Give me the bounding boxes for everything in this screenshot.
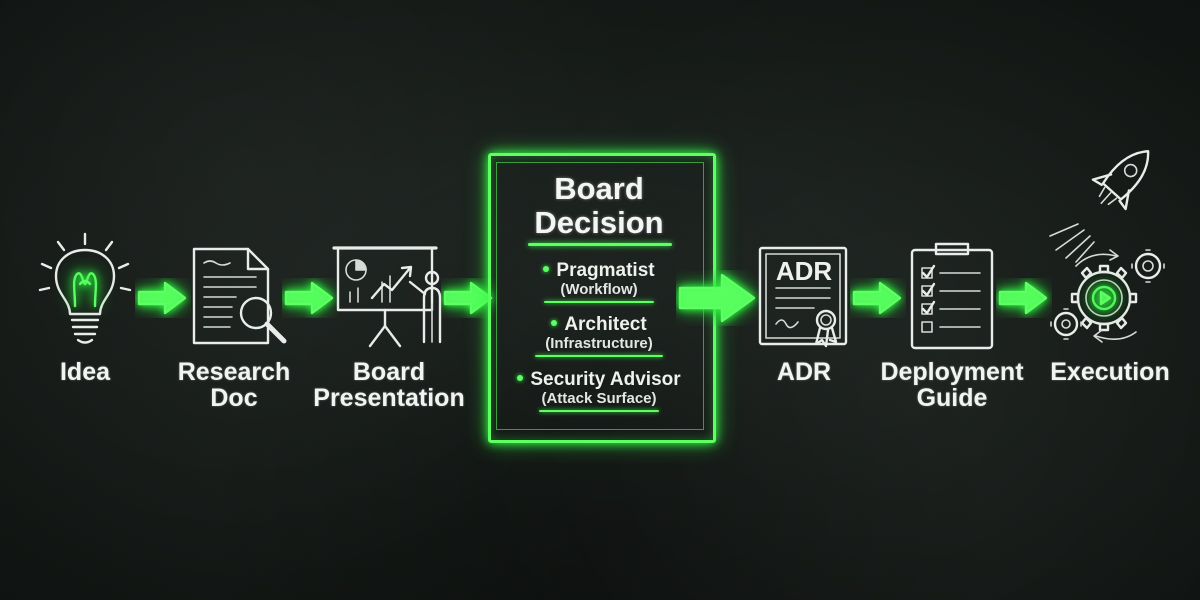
advisor-underline bbox=[539, 410, 659, 412]
bullet-dot bbox=[543, 265, 550, 272]
clipboard-checklist-icon bbox=[910, 242, 994, 350]
lightbulb-icon bbox=[38, 232, 132, 344]
step-label-adr: ADR bbox=[776, 358, 832, 386]
flow-arrow bbox=[443, 281, 493, 315]
board-decision-title: Board Decision bbox=[534, 171, 664, 240]
advisor-name-text: Pragmatist bbox=[556, 260, 655, 281]
advisor-underline bbox=[544, 301, 654, 303]
advisor-name: Pragmatist bbox=[490, 260, 708, 281]
advisor-underline bbox=[535, 355, 663, 357]
advisor-name: Security Advisor bbox=[490, 369, 708, 390]
document-magnifier-icon bbox=[192, 247, 287, 345]
rocket-gears-icon bbox=[1049, 150, 1165, 343]
advisor-name: Architect bbox=[490, 314, 708, 335]
advisor-focus: (Infrastructure) bbox=[545, 335, 653, 352]
step-label-idea: Idea bbox=[59, 358, 111, 386]
step-label-execution: Execution bbox=[1050, 358, 1170, 386]
step-label-board-presentation: Board Presentation bbox=[313, 358, 465, 412]
flow-arrow bbox=[284, 281, 334, 315]
flow-arrow-large bbox=[678, 273, 756, 323]
board-decision-underline bbox=[528, 243, 672, 246]
advisor-name-text: Architect bbox=[564, 314, 647, 335]
bullet-dot bbox=[517, 374, 524, 381]
advisor-security: Security Advisor (Attack Surface) bbox=[490, 369, 708, 412]
flow-arrow bbox=[852, 281, 902, 315]
certificate-icon: ADR bbox=[758, 246, 848, 348]
bullet-dot bbox=[551, 319, 558, 326]
advisor-architect: Architect (Infrastructure) bbox=[490, 314, 708, 357]
advisor-pragmatist: Pragmatist (Workflow) bbox=[490, 260, 708, 303]
step-label-deployment-guide: Deployment Guide bbox=[880, 358, 1024, 412]
advisor-name-text: Security Advisor bbox=[530, 369, 681, 390]
flow-arrow bbox=[137, 281, 187, 315]
presentation-easel-icon bbox=[332, 246, 442, 348]
advisor-focus: (Workflow) bbox=[560, 281, 638, 298]
step-label-research-doc: Research Doc bbox=[177, 358, 291, 412]
certificate-text: ADR bbox=[776, 256, 833, 286]
flow-arrow bbox=[998, 281, 1048, 315]
advisor-focus: (Attack Surface) bbox=[541, 390, 657, 407]
